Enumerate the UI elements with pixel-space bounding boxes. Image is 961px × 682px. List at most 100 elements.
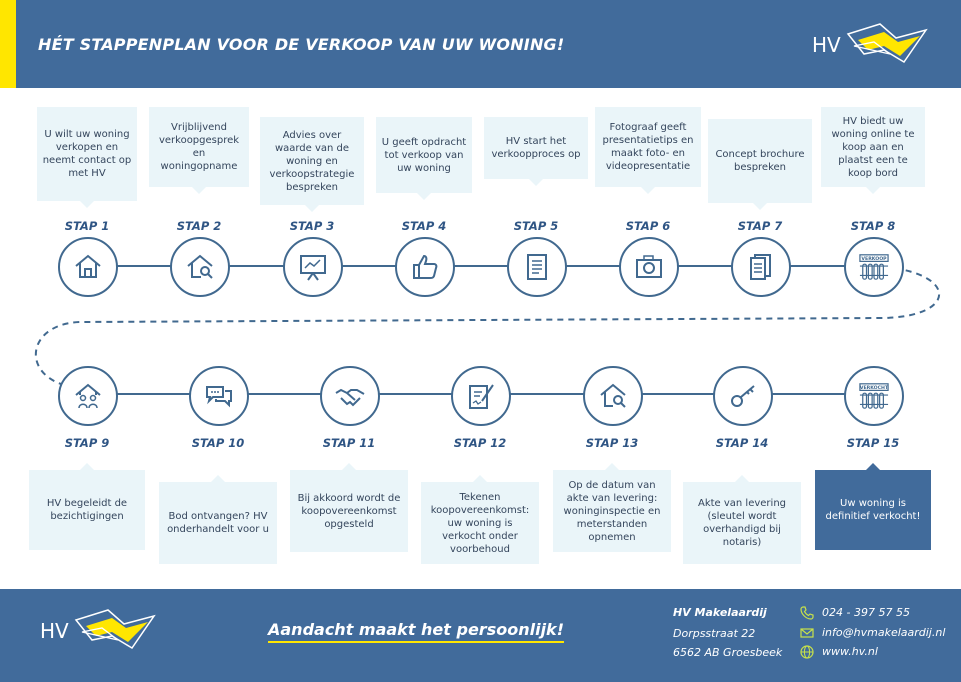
step-6-label: STAP 6 <box>625 219 671 233</box>
step-text: Concept brochure bespreken <box>715 149 805 173</box>
callout-tail <box>641 187 655 194</box>
step-5-description: HV start het verkoopproces op <box>484 117 588 186</box>
thumbs-up-icon <box>413 254 438 279</box>
phone-link[interactable]: 024 - 397 57 55 <box>822 606 910 619</box>
step-8-label: STAP 8 <box>850 219 896 233</box>
footer-logo-text: HV <box>40 619 69 643</box>
step-text: Fotograaf geeft presentatietips en maakt… <box>602 122 694 172</box>
step-12-description: Tekenen koopovereenkomst: uw woning is v… <box>421 475 539 564</box>
step-14-label: STAP 14 <box>715 436 769 450</box>
callout-tail <box>473 475 487 482</box>
step-12-circle <box>451 366 511 426</box>
callout-tail <box>211 475 225 482</box>
step-5-label: STAP 5 <box>513 219 559 233</box>
step-3-description: Advies over waarde van de woning en verk… <box>260 117 364 212</box>
callout-tail <box>753 203 767 210</box>
step-8-description: HV biedt uw woning online te koop aan en… <box>821 107 925 194</box>
globe-icon <box>800 645 814 659</box>
phone-icon <box>800 606 814 620</box>
step-2-circle <box>170 237 230 297</box>
callout-tail <box>866 187 880 194</box>
step-6-description: Fotograaf geeft presentatietips en maakt… <box>595 107 701 194</box>
header-logo-text: HV <box>812 33 841 57</box>
speech-bubbles-icon <box>206 386 232 408</box>
step-2-label: STAP 2 <box>176 219 222 233</box>
step-text: U wilt uw woning verkopen en neemt conta… <box>42 129 132 179</box>
step-9-circle <box>58 366 118 426</box>
callout-tail <box>192 187 206 194</box>
step-12-label: STAP 12 <box>453 436 507 450</box>
step-7-label: STAP 7 <box>737 219 783 233</box>
step-9-description: HV begeleidt de bezichtigingen <box>29 463 145 550</box>
handshake-icon <box>335 388 365 407</box>
step-9-label: STAP 9 <box>64 436 110 450</box>
callout-tail <box>735 475 749 482</box>
step-text: Advies over waarde van de woning en verk… <box>269 129 355 193</box>
step-13-circle <box>583 366 643 426</box>
slogan: Aandacht maakt het persoonlijk! <box>268 620 564 643</box>
house-search-icon <box>187 254 213 279</box>
sign-text: VERKOOP <box>861 256 887 262</box>
step-text: Akte van levering (sleutel wordt overhan… <box>697 498 787 548</box>
step-text: HV start het verkoopproces op <box>491 136 581 160</box>
for-sale-sign-icon: VERKOOP <box>859 254 889 280</box>
step-15-description: Uw woning is definitief verkocht! <box>815 463 931 550</box>
presentation-board-icon <box>300 255 326 281</box>
step-6-circle <box>619 237 679 297</box>
step-13-label: STAP 13 <box>585 436 639 450</box>
step-text: Tekenen koopovereenkomst: uw woning is v… <box>430 491 530 555</box>
step-11-description: Bij akkoord wordt de koopovereenkomst op… <box>290 463 408 552</box>
email-icon <box>800 628 814 638</box>
camera-icon <box>636 255 662 278</box>
step-15-label: STAP 15 <box>846 436 900 450</box>
step-5-circle <box>507 237 567 297</box>
step-7-description: Concept brochure bespreken <box>708 119 812 210</box>
step-text: HV biedt uw woning online te koop aan en… <box>831 115 915 179</box>
step-text: Vrijblijvend verkoopgesprek en woningopn… <box>158 122 240 172</box>
step-11-label: STAP 11 <box>322 436 376 450</box>
website-link[interactable]: www.hv.nl <box>822 645 878 658</box>
company-name: HV Makelaardij <box>673 606 767 619</box>
step-text: Bij akkoord wordt de koopovereenkomst op… <box>297 492 401 530</box>
step-8-circle: VERKOOP <box>844 237 904 297</box>
house-people-icon <box>75 383 101 409</box>
step-text: Bod ontvangen? HV onderhandelt voor u <box>167 511 269 535</box>
step-13-description: Op de datum van akte van levering: wonin… <box>553 463 671 552</box>
step-14-description: Akte van levering (sleutel wordt overhan… <box>683 475 801 564</box>
step-10-circle <box>189 366 249 426</box>
logo-mark-icon <box>846 23 928 64</box>
yellow-accent-bar <box>0 0 16 88</box>
step-14-circle <box>713 366 773 426</box>
page-title: HÉT STAPPENPLAN VOOR DE VERKOOP VAN UW W… <box>38 35 565 54</box>
step-15-circle: VERKOCHT <box>844 366 904 426</box>
contract-sign-icon <box>469 384 494 409</box>
callout-tail <box>417 193 431 200</box>
footer-logo: HV <box>40 606 165 656</box>
house-icon <box>75 254 101 278</box>
callout-tail <box>305 205 319 212</box>
callout-tail <box>529 179 543 186</box>
step-4-label: STAP 4 <box>401 219 447 233</box>
step-1-circle <box>58 237 118 297</box>
step-text: Uw woning is definitief verkocht! <box>825 498 921 522</box>
step-11-circle <box>320 366 380 426</box>
step-1-description: U wilt uw woning verkopen en neemt conta… <box>37 107 137 208</box>
company-city: 6562 AB Groesbeek <box>673 646 783 659</box>
step-4-circle <box>395 237 455 297</box>
callout-tail <box>80 201 94 208</box>
document-icon <box>527 254 547 280</box>
callout-tail <box>80 463 94 470</box>
step-7-circle <box>731 237 791 297</box>
step-3-circle <box>283 237 343 297</box>
step-text: HV begeleidt de bezichtigingen <box>46 498 128 522</box>
brochure-icon <box>750 254 771 280</box>
step-4-description: U geeft opdracht tot verkoop van uw woni… <box>376 117 472 200</box>
email-link[interactable]: info@hvmakelaardij.nl <box>822 626 946 639</box>
step-10-description: Bod ontvangen? HV onderhandelt voor u <box>159 475 277 564</box>
step-3-label: STAP 3 <box>289 219 335 233</box>
step-text: U geeft opdracht tot verkoop van uw woni… <box>381 136 467 174</box>
callout-tail <box>866 463 880 470</box>
footer-logo-mark-icon <box>74 609 156 650</box>
header-banner <box>0 0 961 88</box>
